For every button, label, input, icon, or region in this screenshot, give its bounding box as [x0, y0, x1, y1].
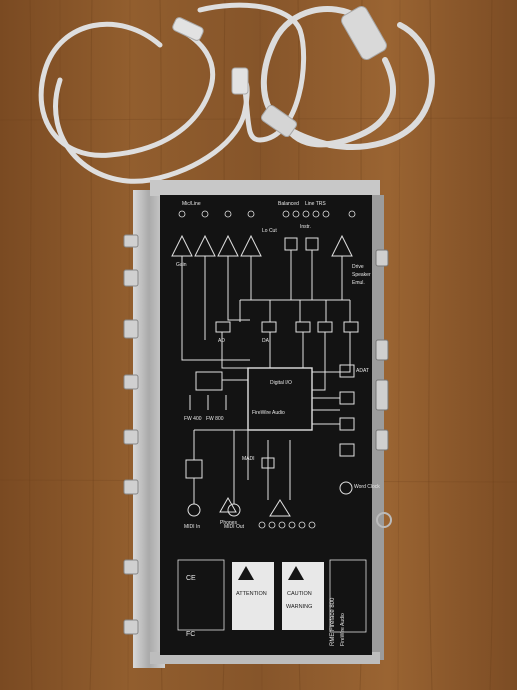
side-knobs — [123, 234, 139, 635]
label-da: DA — [262, 338, 270, 344]
label-ad: AD — [218, 338, 225, 344]
chassis-left — [133, 190, 165, 668]
block-diagram — [171, 234, 359, 529]
label-drive: Drive — [352, 264, 364, 270]
input-jacks — [178, 210, 356, 218]
firewire-plug-2 — [231, 67, 249, 95]
label-madi: MADI — [242, 456, 255, 462]
label-instr: Instr. — [300, 224, 311, 230]
panel-printed-labels: Instr. Line TRS Balanced Mic/Line Drive … — [176, 201, 380, 530]
device-title-text: RME Fireface 800 — [330, 597, 336, 646]
label-fw800: FW 800 — [206, 416, 224, 422]
certification-marks: CE FC — [186, 575, 196, 638]
firewire-plug — [172, 17, 204, 41]
label-word-clock: Word Clock — [354, 484, 380, 490]
warning-attention: ATTENTION — [236, 591, 267, 597]
power-plug — [341, 6, 387, 60]
label-balanced: Balanced — [278, 201, 299, 207]
label-fw400: FW 400 — [184, 416, 202, 422]
power-plug-2 — [260, 104, 298, 138]
chassis-top — [150, 180, 380, 196]
power-cable-icon — [260, 6, 435, 150]
device-subtitle-text: FireWire Audio — [340, 613, 346, 646]
label-speaker: Speaker — [352, 272, 371, 278]
warning-warning: WARNING — [286, 604, 312, 610]
label-digital-io: Digital I/O — [270, 380, 292, 386]
audio-interface-icon: Instr. Line TRS Balanced Mic/Line Drive … — [123, 180, 392, 668]
label-mic-line: Mic/Line — [182, 201, 201, 207]
label-firewire-audio: FireWire Audio — [252, 410, 285, 416]
label-midi-in: MIDI In — [184, 524, 200, 530]
fc-mark: FC — [186, 631, 195, 638]
label-lo-cut: Lo Cut — [262, 228, 277, 234]
warning-caution: CAUTION — [287, 591, 312, 597]
label-emul: Emul. — [352, 280, 365, 286]
label-gain: Gain — [176, 262, 187, 268]
device-title: RME Fireface 800 FireWire Audio — [330, 597, 346, 646]
label-line-trs: Line TRS — [305, 201, 326, 207]
label-adat: ADAT — [356, 368, 369, 374]
label-phones: Phones — [220, 520, 237, 526]
label-midi-out: MIDI Out — [224, 524, 245, 530]
rear-connectors — [375, 249, 392, 528]
warning-stickers: ATTENTION CAUTION WARNING — [177, 559, 367, 633]
ce-mark: CE — [186, 575, 196, 582]
